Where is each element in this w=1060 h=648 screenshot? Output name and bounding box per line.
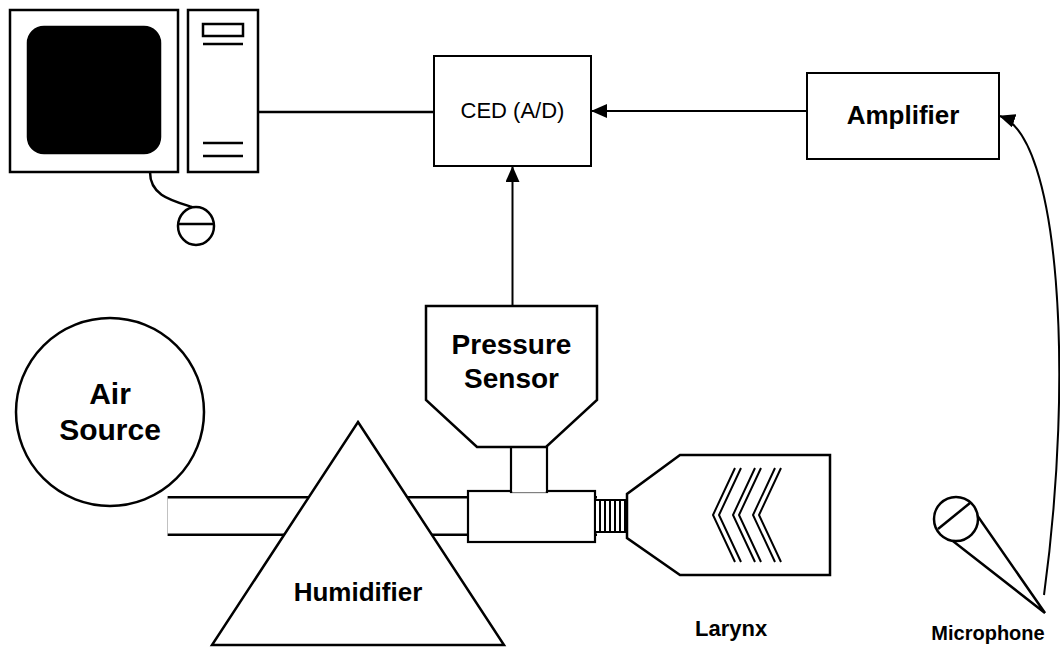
node-label: Pressure Sensor [437,328,587,395]
humidifier-triangle: Humidifier [208,420,508,648]
computer-tower [188,10,258,172]
node-label: Microphone [918,621,1058,645]
node-label: CED (A/D) [461,98,565,124]
monitor-screen [28,27,160,153]
triangle-outline [212,422,504,645]
microphone-head [934,497,978,541]
tower-slot [203,43,243,46]
node-label: Amplifier [847,100,960,131]
vocal-fold-line [713,468,735,562]
amplifier-box: Amplifier [806,72,1000,160]
trachea-ring [624,500,626,532]
signal-arrow [592,111,806,112]
trachea-ring [619,500,621,532]
vocal-fold-line [733,468,755,562]
vocal-fold-line [739,468,761,562]
mouse-button-line [178,223,214,226]
humidifier-triangle-shape [208,420,508,648]
tower-slot [203,155,243,158]
adc-box: CED (A/D) [433,55,592,167]
t-stem [511,446,547,492]
vocal-fold-line [719,468,741,562]
vocal-fold-line [759,468,781,562]
drive-slot [203,24,243,36]
microphone-grille-line [938,503,970,529]
node-label: Air Source [45,376,175,448]
vocal-fold-line [753,468,775,562]
trachea-ring [609,500,611,532]
circle-outline [16,318,204,506]
signal-line [1000,116,1059,595]
signal-arrow [1000,116,1059,595]
pressure-sensor: Pressure Sensor [425,305,598,448]
tower-slot [203,142,243,145]
node-label: Humidifier [294,577,423,608]
trachea-ring [604,500,606,532]
larynx: Larynx [595,450,835,648]
signal-arrow [512,167,513,305]
air-source-circle-shape [14,316,206,508]
larynx-outline [627,455,830,575]
monitor [10,10,178,172]
t-coupling [468,491,595,542]
trachea [595,500,627,532]
mouse-cable [150,172,192,207]
t-connector [468,446,595,542]
signal-line [512,167,514,305]
trachea-ring [614,500,616,532]
trachea-ring [599,500,601,532]
computer-cable [258,111,433,114]
air-source-circle: Air Source [14,316,206,508]
sensor-outline [426,306,597,447]
signal-line [592,110,806,112]
microphone: Microphone [918,495,1058,648]
mouse [178,207,214,245]
t-joint [512,490,546,493]
node-label: Larynx [695,616,767,642]
